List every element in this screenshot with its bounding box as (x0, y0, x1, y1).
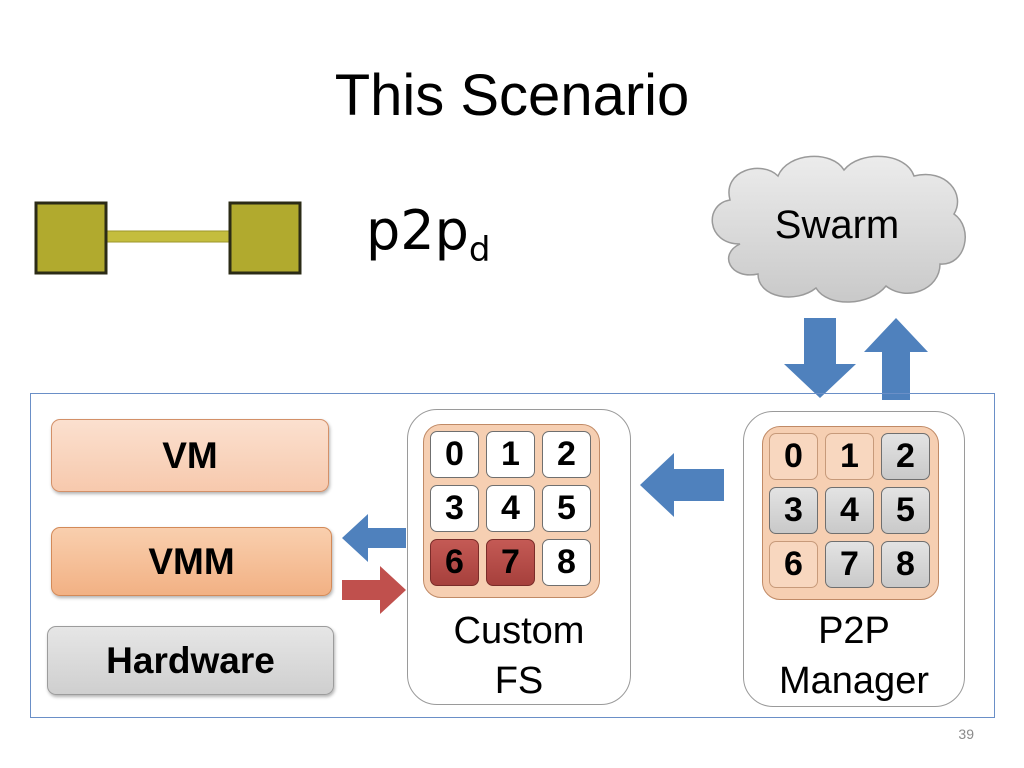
vmm-box: VMM (51, 527, 332, 596)
system-frame (30, 393, 995, 718)
block-cell: 8 (881, 541, 930, 588)
page-number: 39 (958, 726, 974, 742)
arrow-left-icon (342, 514, 406, 562)
legend-square-right (228, 201, 302, 275)
p2p-manager-caption-line1: P2P (818, 610, 890, 652)
hardware-box: Hardware (47, 626, 334, 695)
legend-square-left (34, 201, 108, 275)
block-cell: 0 (769, 433, 818, 480)
block-cell: 0 (430, 431, 479, 478)
block-cell: 7 (825, 541, 874, 588)
p2p-label-main: p2p (366, 199, 469, 262)
block-cell: 7 (486, 539, 535, 586)
custom-fs-caption: Custom FS (410, 606, 628, 706)
block-cell: 6 (769, 541, 818, 588)
arrow-down-icon (784, 318, 856, 398)
block-cell: 6 (430, 539, 479, 586)
block-cell: 3 (769, 487, 818, 534)
block-cell: 2 (542, 431, 591, 478)
p2p-manager-caption-line2: Manager (779, 660, 929, 702)
block-cell: 4 (825, 487, 874, 534)
arrow-right-icon (342, 566, 406, 614)
block-cell: 1 (825, 433, 874, 480)
vm-box: VM (51, 419, 329, 492)
connected-squares-icon (30, 193, 306, 285)
legend-link-bar (105, 230, 233, 243)
custom-fs-caption-line2: FS (494, 660, 544, 702)
arrow-up-icon (864, 318, 928, 400)
block-cell: 8 (542, 539, 591, 586)
p2p-label-subscript: d (468, 230, 491, 270)
block-cell: 1 (486, 431, 535, 478)
p2p-d-label: p2pd (366, 196, 491, 285)
custom-fs-caption-line1: Custom (453, 610, 585, 652)
block-cell: 5 (542, 485, 591, 532)
swarm-label: Swarm (774, 203, 900, 247)
block-cell: 4 (486, 485, 535, 532)
cloud-icon (711, 155, 966, 303)
p2p-manager-caption: P2P Manager (746, 606, 962, 706)
block-cell: 3 (430, 485, 479, 532)
slide-title: This Scenario (334, 63, 690, 128)
block-cell: 2 (881, 433, 930, 480)
block-cell: 5 (881, 487, 930, 534)
arrow-left-large-icon (640, 453, 724, 517)
